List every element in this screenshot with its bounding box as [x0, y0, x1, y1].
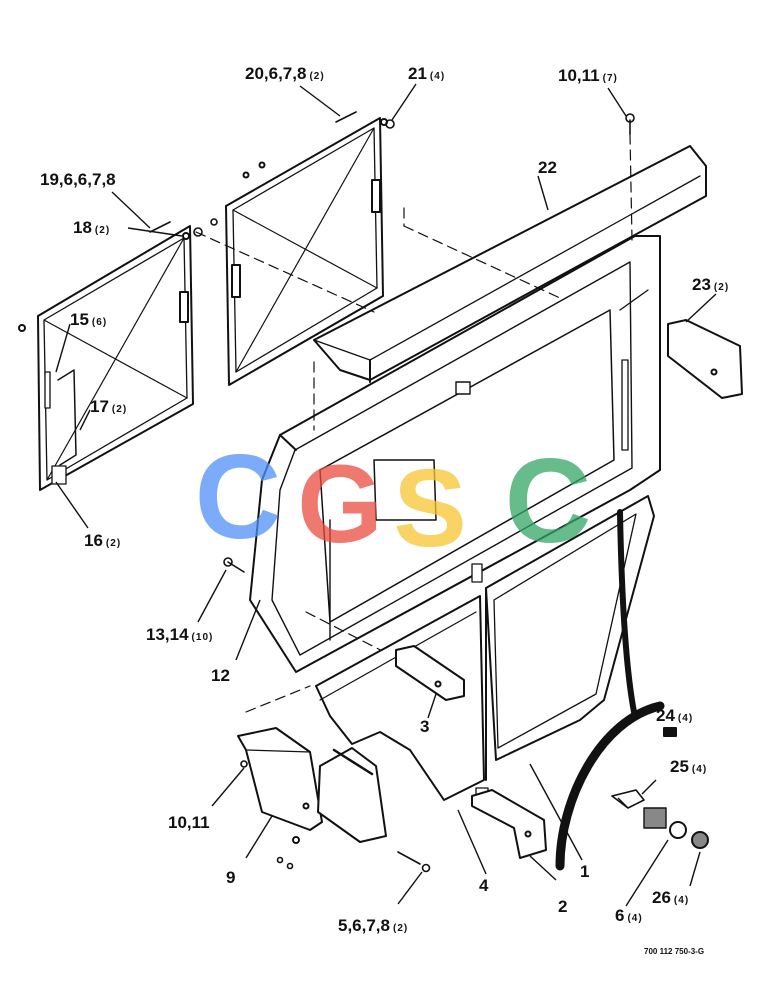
- svg-text:25(4): 25(4): [670, 757, 707, 776]
- line-art: [18, 111, 743, 873]
- top-fasteners: [149, 111, 635, 237]
- callout-10-11-top-qty: (7): [603, 73, 618, 84]
- callout-17-text: 17: [90, 397, 109, 416]
- callout-13-14-qty: (10): [192, 632, 214, 643]
- svg-text:12: 12: [211, 666, 230, 685]
- watermark-letter-1: C: [195, 430, 282, 564]
- svg-text:4: 4: [479, 876, 489, 895]
- watermark-letter-2: G: [297, 443, 383, 566]
- svg-text:9: 9: [226, 868, 235, 887]
- callout-26-text: 26: [652, 888, 671, 907]
- svg-text:5,6,7,8(2): 5,6,7,8(2): [338, 916, 408, 935]
- top-rail: [313, 145, 707, 383]
- callout-15-qty: (6): [92, 317, 107, 328]
- callout-18-qty: (2): [95, 225, 110, 236]
- bracket-2: [471, 789, 547, 859]
- callout-21-text: 21: [408, 64, 427, 83]
- callout-9-text: 9: [226, 868, 235, 887]
- callout-19-text: 19,6,6,7,8: [40, 170, 116, 189]
- svg-text:20,6,7,8(2): 20,6,7,8(2): [245, 64, 325, 83]
- callout-10-11-top-text: 10,11: [558, 66, 600, 85]
- svg-text:10,11(7): 10,11(7): [558, 66, 618, 85]
- svg-text:13,14(10): 13,14(10): [146, 625, 213, 644]
- callout-labels: 20,6,7,8(2) 21(4) 10,11(7) 19,6,6,7,8 22…: [40, 64, 729, 956]
- svg-text:19,6,6,7,8: 19,6,6,7,8: [40, 170, 116, 189]
- watermark-letter-4: C: [505, 434, 592, 568]
- callout-6-text: 6: [615, 906, 624, 925]
- svg-text:15(6): 15(6): [70, 310, 107, 329]
- callout-25-qty: (4): [692, 764, 707, 775]
- callout-20-text: 20,6,7,8: [245, 64, 306, 83]
- callout-24-text: 24: [656, 706, 675, 725]
- svg-text:16(2): 16(2): [84, 531, 121, 550]
- callout-5-text: 5,6,7,8: [338, 916, 390, 935]
- callout-17-qty: (2): [112, 404, 127, 415]
- svg-text:18(2): 18(2): [73, 218, 110, 237]
- svg-text:17(2): 17(2): [90, 397, 127, 416]
- svg-text:24(4): 24(4): [656, 706, 693, 725]
- callout-6-qty: (4): [627, 913, 642, 924]
- svg-text:3: 3: [420, 717, 429, 736]
- spring-hardware: [555, 509, 709, 871]
- callout-20-qty: (2): [309, 71, 324, 82]
- leader-lines: [55, 83, 717, 907]
- middle-side-panel: [225, 117, 388, 386]
- callout-16-qty: (2): [106, 538, 121, 549]
- lower-fasteners: [223, 557, 431, 873]
- callout-26-qty: (4): [674, 895, 689, 906]
- main-frame: [249, 235, 661, 673]
- callout-16-text: 16: [84, 531, 103, 550]
- callout-23-text: 23: [692, 275, 711, 294]
- corner-bracket-9: [237, 727, 387, 844]
- left-side-panel: [18, 225, 194, 491]
- callout-1-text: 1: [580, 862, 589, 881]
- callout-4-text: 4: [479, 876, 489, 895]
- watermark-letter-3: S: [393, 447, 466, 570]
- callout-24-qty: (4): [678, 713, 693, 724]
- callout-21-qty: (4): [430, 71, 445, 82]
- callout-13-14-text: 13,14: [146, 625, 189, 644]
- bracket-23: [667, 319, 743, 399]
- svg-text:21(4): 21(4): [408, 64, 445, 83]
- svg-text:1: 1: [580, 862, 589, 881]
- callout-12-text: 12: [211, 666, 230, 685]
- callout-2-text: 2: [558, 897, 567, 916]
- callout-25-text: 25: [670, 757, 689, 776]
- callout-23-qty: (2): [714, 282, 729, 293]
- svg-text:2: 2: [558, 897, 567, 916]
- callout-10-11-bottom-text: 10,11: [168, 813, 210, 832]
- svg-text:6(4): 6(4): [615, 906, 643, 925]
- svg-text:26(4): 26(4): [652, 888, 689, 907]
- bracket-3: [395, 645, 465, 701]
- svg-text:23(2): 23(2): [692, 275, 729, 294]
- callout-15-text: 15: [70, 310, 89, 329]
- callout-22-text: 22: [538, 158, 557, 177]
- callout-5-qty: (2): [393, 923, 408, 934]
- svg-text:22: 22: [538, 158, 557, 177]
- watermark: C G S C: [195, 430, 592, 570]
- callout-18-text: 18: [73, 218, 92, 237]
- drawing-number: 700 112 750-3-G: [644, 947, 704, 956]
- svg-text:10,11: 10,11: [168, 813, 210, 832]
- callout-3-text: 3: [420, 717, 429, 736]
